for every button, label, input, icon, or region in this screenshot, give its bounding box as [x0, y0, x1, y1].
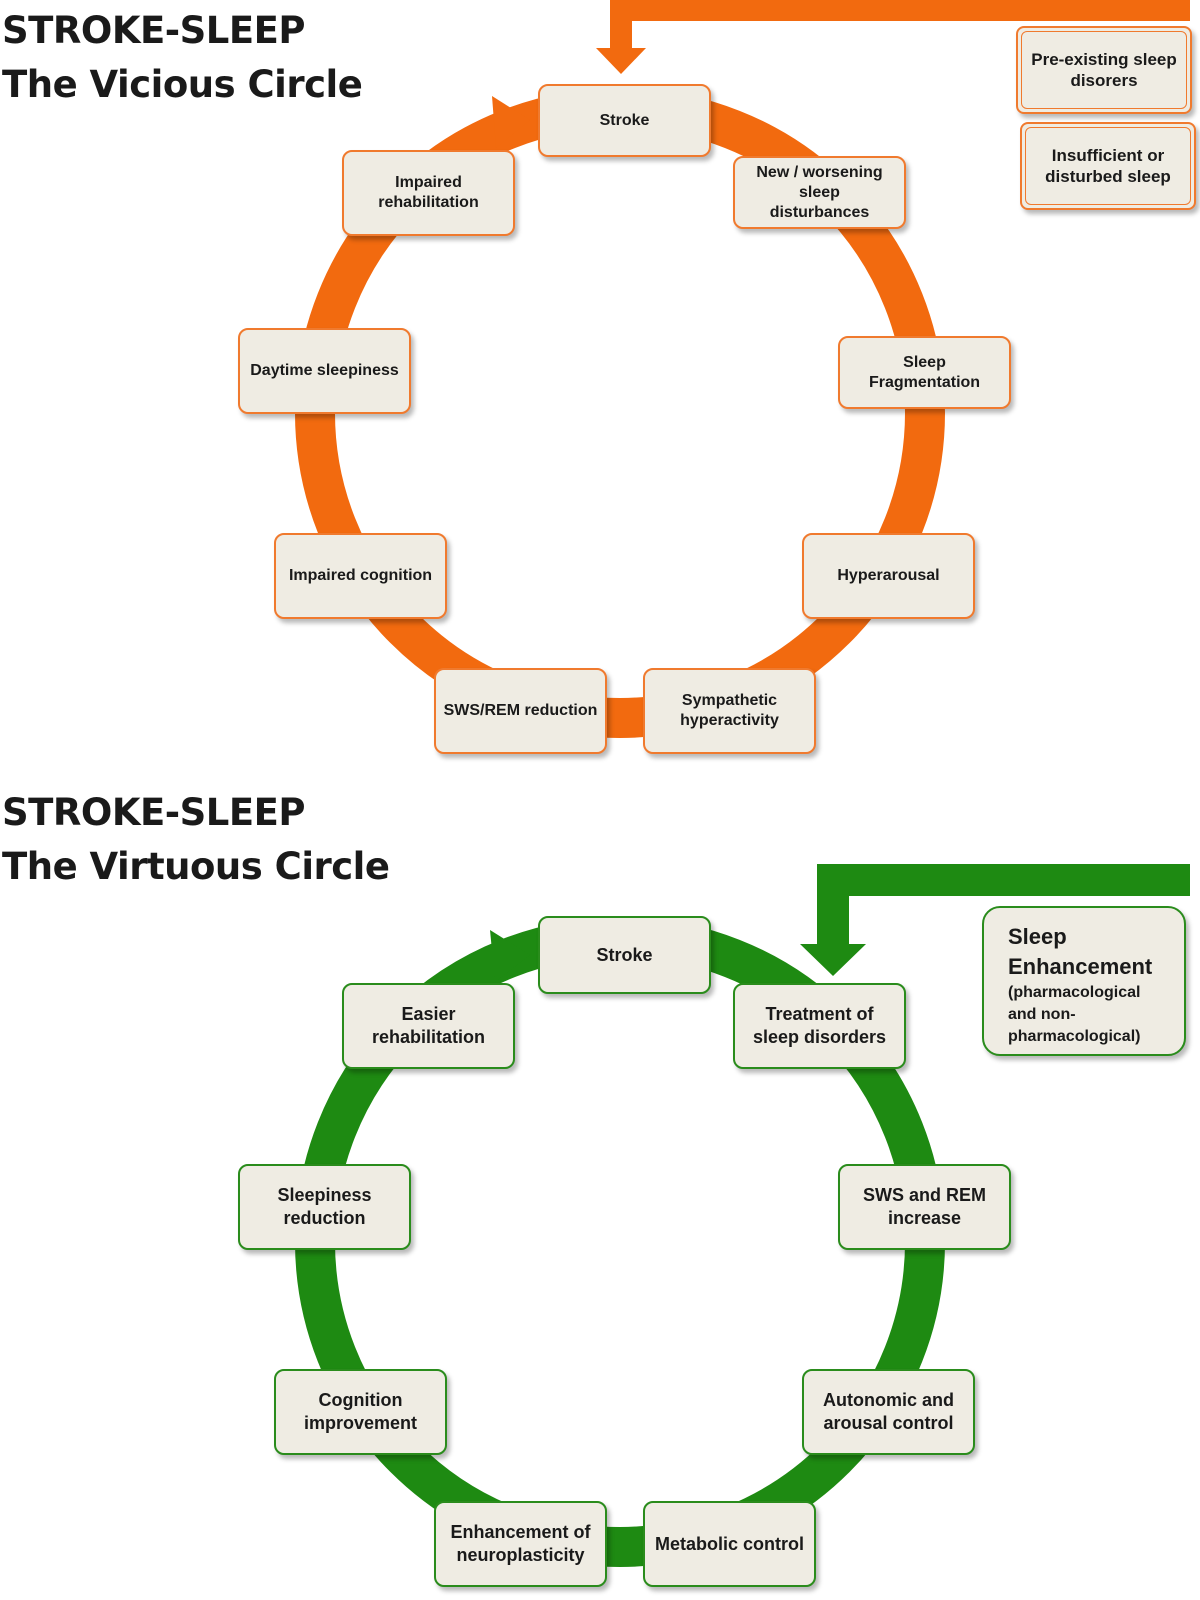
sleep-enhancement-title-line2: Enhancement	[1008, 954, 1153, 979]
virtuous-title-line1: STROKE-SLEEP	[2, 791, 306, 834]
vicious-node-impaired-cognition: Impaired cognition	[274, 533, 447, 619]
virtuous-input-arrowhead	[800, 944, 866, 976]
virtuous-input-connector	[817, 864, 1190, 945]
vicious-title-line1: STROKE-SLEEP	[2, 9, 306, 52]
vicious-input-preexisting-disorders: Pre-existing sleep disorers	[1016, 26, 1192, 114]
sleep-enhancement-note-line1: (pharmacological	[1008, 984, 1141, 1001]
vicious-input-insufficient-sleep: Insufficient or disturbed sleep	[1020, 122, 1196, 210]
vicious-node-stroke: Stroke	[538, 84, 711, 157]
vicious-node-sleep-disturbances: New / worsening sleep disturbances	[733, 156, 906, 229]
virtuous-input-sleep-enhancement: Sleep Enhancement (pharmacological and n…	[982, 906, 1186, 1056]
vicious-title-line2: The Vicious Circle	[2, 63, 363, 106]
virtuous-node-treatment-of-sleep-disorders: Treatment of sleep disorders	[733, 983, 906, 1069]
vicious-input-connector	[610, 0, 1190, 50]
vicious-node-sympathetic-hyperactivity: Sympathetic hyperactivity	[643, 668, 816, 754]
virtuous-node-stroke: Stroke	[538, 916, 711, 994]
vicious-node-impaired-rehabilitation: Impaired rehabilitation	[342, 150, 515, 236]
virtuous-node-enhancement-of-neuroplasticity: Enhancement of neuroplasticity	[434, 1501, 607, 1587]
virtuous-title: STROKE-SLEEP The Virtuous Circle	[2, 786, 390, 894]
vicious-node-hyperarousal: Hyperarousal	[802, 533, 975, 619]
virtuous-node-metabolic-control: Metabolic control	[643, 1501, 816, 1587]
vicious-node-sws-rem-reduction: SWS/REM reduction	[434, 668, 607, 754]
virtuous-cycle-arrowhead	[490, 930, 530, 982]
virtuous-node-sws-rem-increase: SWS and REM increase	[838, 1164, 1011, 1250]
virtuous-title-line2: The Virtuous Circle	[2, 845, 390, 888]
vicious-cycle-arrowhead	[492, 96, 530, 148]
vicious-node-daytime-sleepiness: Daytime sleepiness	[238, 328, 411, 414]
virtuous-node-autonomic-arousal-control: Autonomic and arousal control	[802, 1369, 975, 1455]
sleep-enhancement-note-line3: pharmacological)	[1008, 1028, 1141, 1045]
vicious-input-arrowhead	[596, 48, 646, 74]
virtuous-node-easier-rehabilitation: Easier rehabilitation	[342, 983, 515, 1069]
sleep-enhancement-note-line2: and non-	[1008, 1006, 1076, 1023]
sleep-enhancement-title-line1: Sleep	[1008, 924, 1067, 949]
vicious-title: STROKE-SLEEP The Vicious Circle	[2, 4, 363, 112]
virtuous-node-cognition-improvement: Cognition improvement	[274, 1369, 447, 1455]
vicious-node-sleep-fragmentation: Sleep Fragmentation	[838, 336, 1011, 409]
virtuous-node-sleepiness-reduction: Sleepiness reduction	[238, 1164, 411, 1250]
